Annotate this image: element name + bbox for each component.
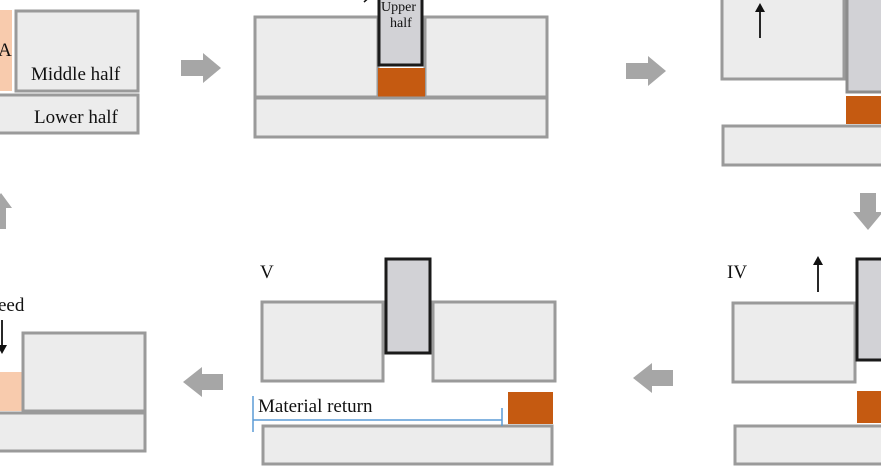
lower-half-die bbox=[0, 411, 147, 453]
lower-half-die bbox=[733, 424, 881, 466]
middle-half-die bbox=[14, 9, 140, 93]
lower-half-die bbox=[261, 424, 554, 466]
pointer-line bbox=[363, 0, 368, 3]
label-iv: IV bbox=[727, 262, 747, 283]
stage-vi: eed bbox=[0, 295, 147, 453]
material-block bbox=[857, 391, 881, 423]
lower-half-die bbox=[253, 96, 549, 139]
stage-iv: IV bbox=[727, 256, 881, 466]
label-upper-half-1: Upper bbox=[381, 0, 416, 15]
label-upper-half-2: half bbox=[390, 16, 412, 31]
right-middle-die bbox=[423, 15, 549, 99]
label-a: A bbox=[0, 40, 12, 61]
left-middle-die bbox=[720, 0, 846, 81]
upper-half-punch bbox=[377, 0, 424, 67]
stage-v: V Material return bbox=[252, 257, 557, 466]
label-v: V bbox=[260, 262, 274, 283]
material-block-light bbox=[0, 372, 22, 411]
up-arrow-head bbox=[755, 3, 765, 12]
lower-half-die bbox=[721, 124, 881, 167]
flow-arrow-up bbox=[0, 193, 12, 229]
material-return-line bbox=[252, 396, 503, 432]
label-feed: eed bbox=[0, 295, 25, 316]
material-block-light bbox=[0, 10, 12, 91]
left-middle-die bbox=[260, 300, 385, 383]
up-arrow-head bbox=[813, 256, 823, 265]
stage-1: A Middle half Lower half bbox=[0, 9, 140, 135]
label-material-return: Material return bbox=[258, 396, 373, 417]
stage-2: Upper half bbox=[253, 0, 549, 139]
material-block bbox=[846, 96, 881, 124]
material-block bbox=[378, 68, 425, 98]
stage-3 bbox=[720, 0, 881, 167]
flow-arrow-right-2 bbox=[626, 56, 666, 86]
label-middle-half: Middle half bbox=[31, 64, 121, 85]
flow-arrow-left-1 bbox=[633, 363, 673, 393]
punch bbox=[855, 257, 881, 362]
left-middle-die bbox=[731, 301, 857, 384]
right-middle-die bbox=[431, 300, 557, 383]
left-middle-die bbox=[253, 15, 380, 99]
flow-arrow-left-2 bbox=[183, 367, 223, 397]
upper-half-punch bbox=[384, 257, 432, 355]
flow-arrow-down bbox=[853, 193, 881, 230]
lower-half-die bbox=[0, 93, 140, 135]
middle-half-die bbox=[21, 331, 147, 413]
label-lower-half: Lower half bbox=[34, 107, 119, 128]
punch bbox=[845, 0, 881, 94]
flow-arrow-right-1 bbox=[181, 53, 221, 83]
feed-arrow-head bbox=[0, 345, 7, 354]
material-block bbox=[508, 392, 553, 424]
